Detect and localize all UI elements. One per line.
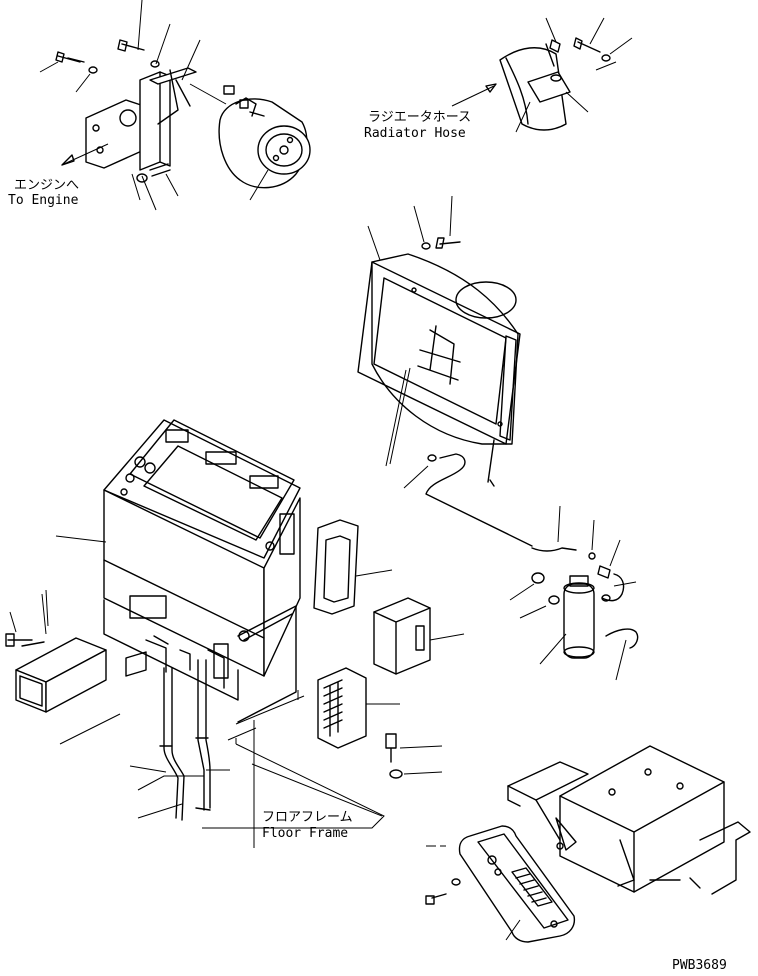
- to-engine-label-jp: エンジンへ: [14, 178, 80, 193]
- radiator-hose-label-jp: ラジエータホース: [368, 110, 472, 125]
- vent-grille-set: [313, 519, 465, 779]
- ac-compressor: [218, 97, 311, 201]
- floor-frame-label-jp: フロアフレーム: [262, 810, 353, 825]
- floor-frame-label-en: Floor Frame: [262, 826, 349, 841]
- condenser-unit: [357, 195, 533, 547]
- ac-control-unit: [507, 745, 751, 895]
- instrument-panel-heater: [45, 419, 301, 821]
- air-duct: [5, 593, 107, 713]
- to-engine-label-en: To Engine: [8, 193, 79, 208]
- floor-frame-outline: [59, 690, 385, 848]
- drawing-code: PWB3689: [672, 958, 727, 973]
- receiver-dryer: [509, 505, 639, 681]
- radiator-hose-label-en: Radiator Hose: [364, 126, 466, 141]
- compressor-bracket-assembly: [39, 0, 235, 211]
- radiator-hose-clamp: [451, 17, 633, 133]
- control-panel-cover: [425, 825, 576, 943]
